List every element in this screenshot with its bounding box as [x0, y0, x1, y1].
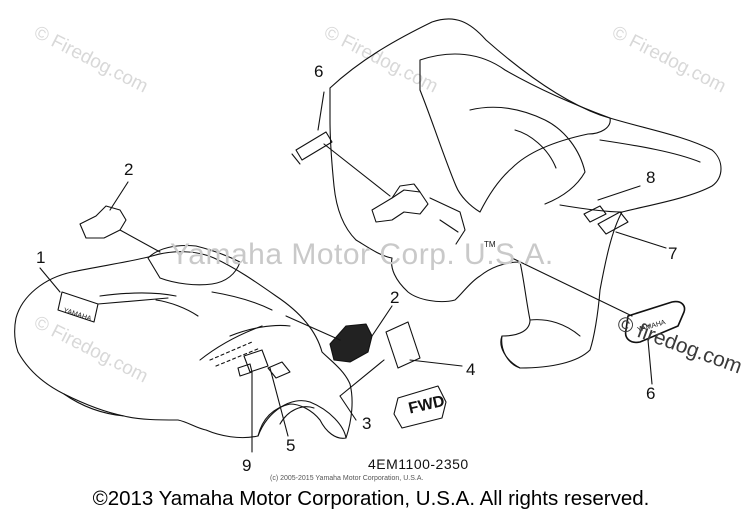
callout-2-center: 2	[390, 288, 400, 307]
decal-yamaha-front	[57, 291, 99, 323]
front-fender-hood	[147, 244, 241, 286]
leader-line	[511, 257, 633, 317]
decal-yamaha-rear	[624, 300, 686, 344]
front-fender-lower	[63, 393, 125, 417]
callout-6-right: 6	[646, 384, 656, 403]
callout-5: 5	[286, 436, 296, 455]
rear-fender-lower-skirt	[501, 335, 521, 369]
small-copyright: (c) 2005-2015 Yamaha Motor Corporation, …	[270, 475, 424, 482]
center-watermark: Yamaha Motor Corp. U.S.A.	[170, 238, 554, 271]
front-fender-ridge	[99, 292, 177, 297]
decal-6-top	[295, 131, 333, 161]
leader-line	[597, 185, 641, 201]
rear-fender-inner-line	[469, 106, 586, 205]
leader-line	[109, 181, 129, 211]
leader-line	[409, 359, 463, 367]
leader-line	[317, 91, 325, 131]
rear-fender-outline	[329, 18, 722, 369]
footer-copyright: ©2013 Yamaha Motor Corporation, U.S.A. A…	[92, 487, 650, 510]
front-fender-ridge	[155, 299, 199, 317]
front-fender-wheel-arch	[257, 400, 347, 439]
leader-line	[323, 143, 391, 197]
decal-5	[243, 349, 269, 373]
front-fender-ridge	[229, 324, 291, 337]
front-fender-hatch	[209, 341, 261, 367]
callout-4: 4	[466, 360, 476, 379]
leader-line	[119, 229, 161, 253]
leader-line	[269, 367, 289, 437]
leader-line	[615, 231, 667, 249]
decal-2-center	[329, 323, 373, 363]
leader-line	[647, 339, 653, 385]
callout-8: 8	[646, 168, 656, 187]
leader-line	[339, 359, 385, 397]
front-fender-wheel-arch-inner	[279, 406, 315, 425]
leader-line	[39, 267, 61, 293]
callout-6-top: 6	[314, 62, 324, 81]
rear-fender-edge	[599, 139, 701, 163]
part-number: 4EM1100-2350	[368, 456, 469, 472]
callout-9: 9	[242, 456, 252, 475]
decal-4	[385, 321, 421, 369]
callout-1: 1	[36, 248, 46, 267]
callout-7: 7	[668, 244, 678, 263]
decal-fwd	[393, 385, 447, 429]
tm-mark: TM	[484, 240, 496, 249]
rear-fender-seat-recess	[419, 53, 611, 213]
decal-5b	[267, 361, 291, 379]
decal-7	[597, 211, 629, 235]
front-fender-ridge	[211, 291, 273, 311]
decal-yamaha-text: YAMAHA	[62, 307, 92, 323]
decal-9	[237, 363, 253, 377]
rear-bracket	[371, 189, 429, 223]
leader-line	[371, 305, 393, 337]
front-fender-outline	[14, 251, 353, 439]
callout-2-top: 2	[124, 160, 134, 179]
decal-8	[583, 205, 607, 223]
front-fender-ridge	[199, 325, 263, 361]
leader-line	[285, 315, 341, 341]
leader-line	[97, 297, 169, 305]
rear-fender-wheel-arch	[529, 319, 581, 337]
decal-2-top	[79, 205, 127, 239]
rear-fender-inner-line	[514, 129, 557, 169]
rear-fender-edge	[559, 204, 623, 213]
callout-3: 3	[362, 414, 372, 433]
leader-line	[339, 395, 357, 421]
